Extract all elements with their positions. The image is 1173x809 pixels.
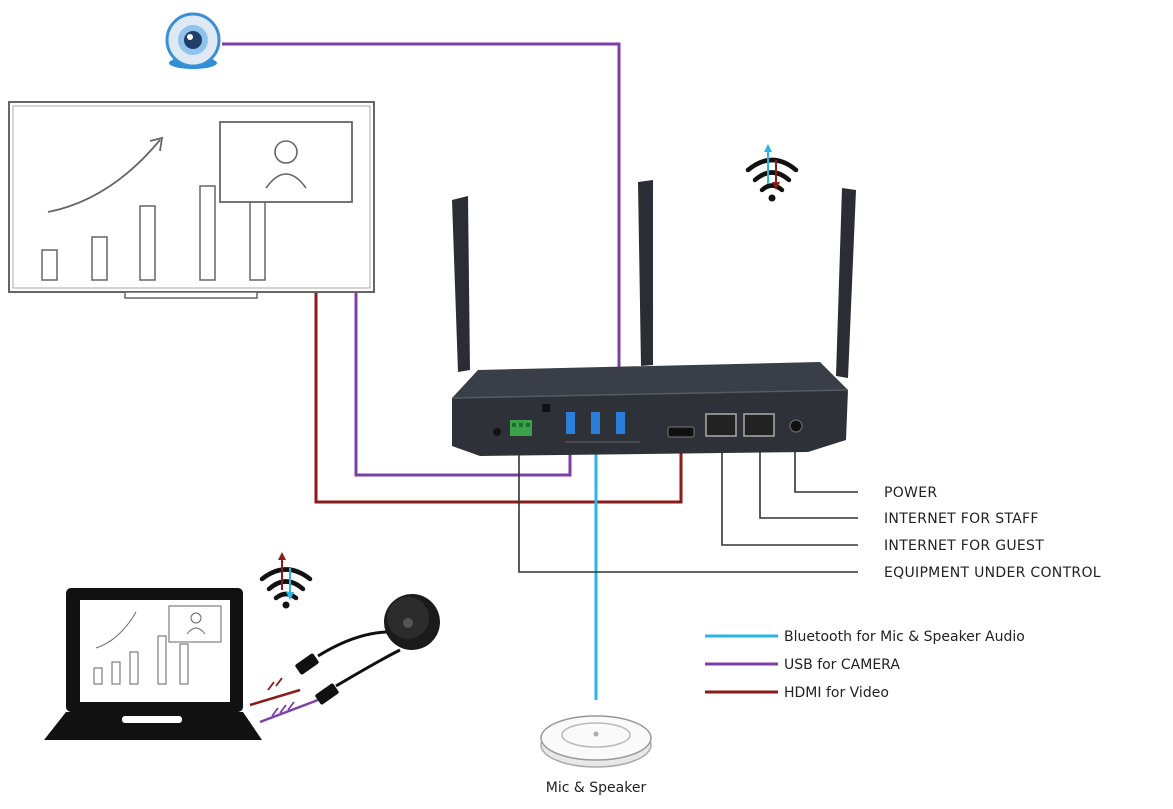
equipment-connector-line [518,450,858,573]
wifi-icon [745,144,799,202]
legend-label-bluetooth: Bluetooth for Mic & Speaker Audio [784,629,1025,645]
internet-staff-connector-line [759,450,858,519]
legend-label-usb: USB for CAMERA [784,657,900,673]
internet-guest-connector-line [721,450,858,546]
internet-guest-label: INTERNET FOR GUEST [884,538,1044,554]
internet-staff-label: INTERNET FOR STAFF [884,511,1039,527]
legend-label-hdmi: HDMI for Video [784,685,889,701]
speakerphone-icon [540,715,652,768]
laptop-icon [44,588,262,740]
mic-speaker-caption: Mic & Speaker [546,780,647,796]
laptop-wifi-icon [259,552,313,609]
hdmi-cable [314,292,683,504]
router-icon [451,180,856,456]
wireless-button-icon [249,594,440,724]
usb-camera-cable [222,42,621,410]
webcam-icon [165,12,221,69]
power-label: POWER [884,485,937,501]
equipment-label: EQUIPMENT UNDER CONTROL [884,565,1101,581]
display-icon [8,101,375,299]
power-connector-line [794,445,858,493]
legend: Bluetooth for Mic & Speaker Audio USB fo… [705,629,1025,701]
